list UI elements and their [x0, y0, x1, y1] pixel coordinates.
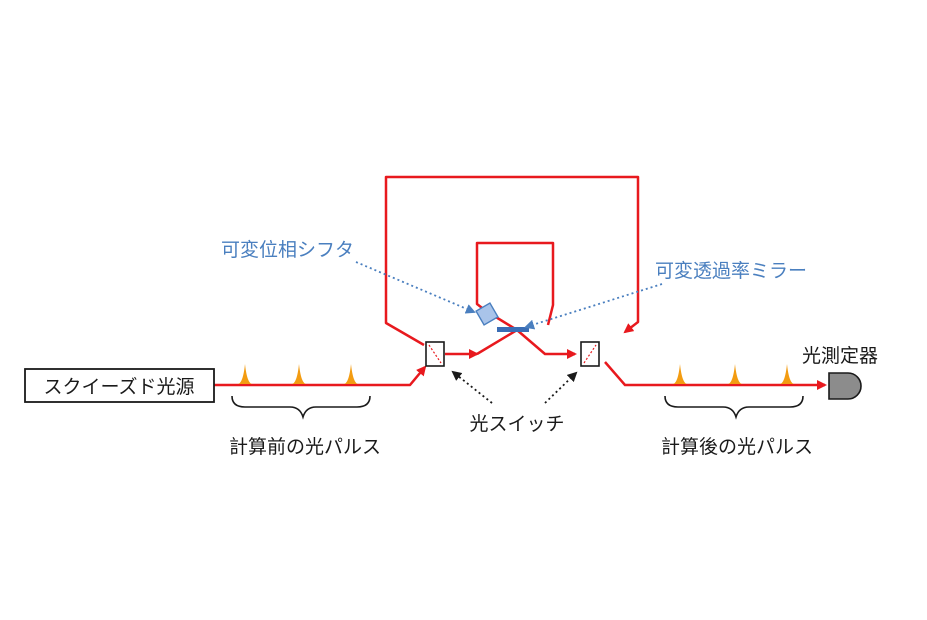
input-pulses [238, 364, 358, 384]
mirror-pointer [524, 283, 663, 330]
mirror-label: 可変透過率ミラー [655, 260, 807, 282]
output-pulse [728, 364, 742, 384]
output-pulse [673, 364, 687, 384]
pulses-before-brace [231, 395, 371, 420]
pulses-after-brace [664, 395, 804, 420]
optical-switch-1 [425, 341, 445, 367]
phase-shifter-pointer [355, 261, 476, 314]
output-pulse [780, 364, 794, 384]
input-pulse [292, 364, 306, 384]
photodetector-label: 光測定器 [802, 345, 878, 367]
pulses-before-label: 計算前の光パルス [229, 436, 381, 458]
cross-beam-a [476, 328, 577, 359]
phase-shifter-icon [475, 302, 499, 326]
output-pulses [673, 364, 794, 384]
switch2-pointer [544, 371, 578, 404]
phase-shifter-label: 可変位相シフタ [221, 239, 354, 261]
output-beam [604, 361, 827, 390]
optical-switch-2 [580, 341, 600, 367]
variable-mirror-icon [497, 327, 529, 332]
input-pulse [344, 364, 358, 384]
photodetector-icon [828, 372, 862, 400]
squeezed-light-source-label: スクイーズド光源 [43, 376, 194, 398]
outer-loop-path [384, 175, 640, 347]
pulses-after-label: 計算後の光パルス [661, 436, 813, 458]
switch1-pointer [451, 370, 493, 404]
input-pulse [238, 364, 252, 384]
input-beam [214, 365, 427, 387]
squeezed-light-source-box [24, 368, 215, 403]
beam-paths [214, 175, 827, 390]
optical-switch-label: 光スイッチ [469, 413, 564, 435]
